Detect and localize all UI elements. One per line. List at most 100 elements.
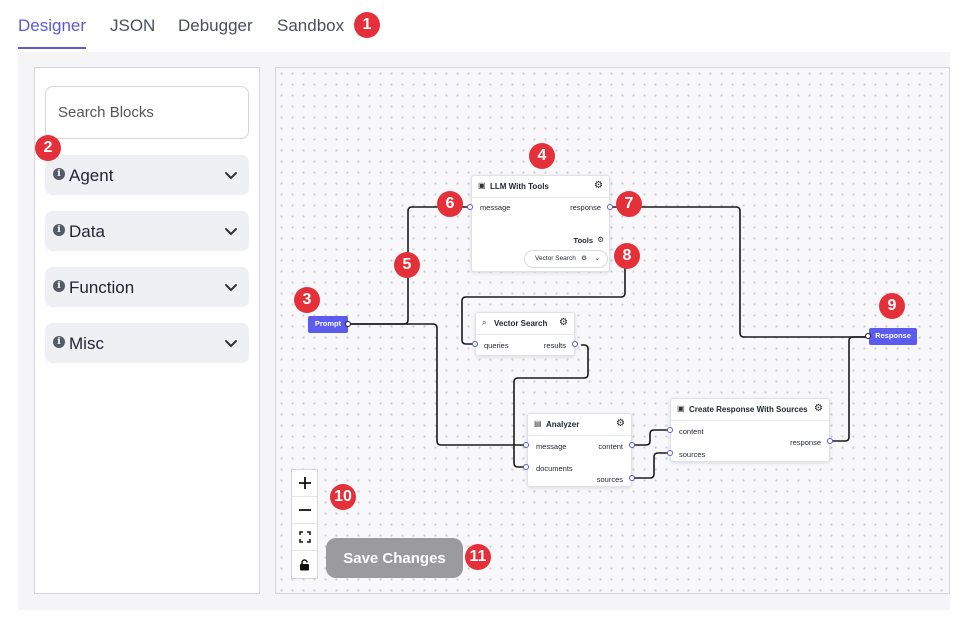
- node-header: ▣ Create Response With Sources ⚙: [671, 399, 829, 421]
- info-icon: i: [53, 224, 65, 236]
- fit-view-button[interactable]: [292, 524, 317, 551]
- port-label-message: message: [536, 442, 567, 451]
- chevron-down-icon: [225, 284, 237, 292]
- create-output-port[interactable]: [827, 438, 833, 444]
- gear-icon[interactable]: ⚙: [594, 180, 603, 191]
- active-tab-indicator: [18, 47, 86, 49]
- category-data[interactable]: i Data: [45, 211, 249, 251]
- category-label: Misc: [69, 334, 104, 353]
- callout-badge: 9: [879, 293, 905, 319]
- port-label-response: response: [570, 203, 601, 212]
- cube-icon: ▣: [677, 404, 685, 413]
- port-label-content: content: [679, 427, 704, 436]
- create-response-node[interactable]: ▣ Create Response With Sources ⚙ content…: [670, 398, 830, 462]
- vector-search-node[interactable]: ⌕ Vector Search ⚙ queries results: [475, 312, 575, 356]
- chevron-down-icon[interactable]: ⌄: [594, 255, 600, 262]
- port-label-sources: sources: [679, 450, 706, 459]
- llm-with-tools-node[interactable]: ▣ LLM With Tools ⚙ message response Tool…: [471, 175, 610, 272]
- port-label-queries: queries: [484, 341, 509, 350]
- connection-wires: [348, 206, 868, 479]
- zoom-controls: [291, 469, 318, 579]
- analyzer-input-port[interactable]: [523, 442, 529, 448]
- callout-badge: 1: [354, 12, 380, 38]
- tab-sandbox[interactable]: Sandbox: [277, 16, 345, 35]
- analyzer-output-port[interactable]: [629, 442, 635, 448]
- node-header: ▣ LLM With Tools ⚙: [472, 176, 609, 198]
- analyzer-input-port[interactable]: [523, 464, 529, 470]
- create-input-port[interactable]: [667, 450, 673, 456]
- response-node[interactable]: Response: [869, 328, 917, 345]
- search-blocks-input[interactable]: [45, 86, 249, 139]
- vector-input-port[interactable]: [472, 341, 478, 347]
- zoom-in-button[interactable]: [292, 470, 317, 497]
- fit-view-icon: [298, 531, 311, 543]
- analyzer-output-port[interactable]: [629, 475, 635, 481]
- chart-icon: ▤: [534, 419, 542, 428]
- gear-icon[interactable]: ⚙: [814, 403, 823, 414]
- callout-badge: 7: [616, 191, 642, 217]
- node-header: ⌕ Vector Search ⚙: [476, 313, 574, 335]
- gear-icon[interactable]: ⚙: [581, 255, 587, 262]
- response-input-port[interactable]: [865, 333, 871, 339]
- callout-badge: 4: [529, 143, 555, 169]
- tool-chip-vector-search[interactable]: Vector Search ⚙ ⌄: [524, 250, 608, 268]
- wire-analyzer-sources: [632, 452, 669, 479]
- flow-canvas[interactable]: Prompt Response ▣ LLM With Tools ⚙ messa…: [275, 67, 950, 594]
- prompt-output-port[interactable]: [345, 321, 351, 327]
- port-label-message: message: [480, 203, 511, 212]
- settings-icon[interactable]: ⚙: [597, 235, 604, 244]
- chevron-down-icon: [225, 172, 237, 180]
- wire-llm-vector: [461, 258, 626, 345]
- info-icon: i: [53, 168, 65, 180]
- category-misc[interactable]: i Misc: [45, 323, 249, 363]
- callout-badge: 2: [35, 135, 61, 161]
- gear-icon[interactable]: ⚙: [616, 418, 625, 429]
- node-title: Vector Search: [494, 319, 548, 328]
- chevron-down-icon: [225, 228, 237, 236]
- tab-debugger[interactable]: Debugger: [178, 16, 253, 35]
- port-label-response: response: [790, 438, 821, 447]
- tab-designer[interactable]: Designer: [18, 16, 87, 35]
- node-title: Create Response With Sources: [689, 405, 808, 414]
- wire-prompt-analyzer: [348, 323, 526, 446]
- wire-analyzer-content: [632, 429, 669, 446]
- wire-llm-response: [610, 206, 868, 338]
- lock-icon: [300, 558, 309, 570]
- chevron-down-icon: [225, 340, 237, 348]
- category-label: Function: [69, 278, 135, 297]
- prompt-node[interactable]: Prompt: [308, 316, 348, 333]
- minus-icon: [298, 509, 311, 511]
- create-input-port[interactable]: [667, 427, 673, 433]
- zoom-out-button[interactable]: [292, 497, 317, 524]
- save-changes-button[interactable]: Save Changes: [326, 538, 463, 578]
- llm-output-port[interactable]: [607, 204, 613, 210]
- callout-badge: 11: [465, 544, 491, 570]
- category-function[interactable]: i Function: [45, 267, 249, 307]
- gear-icon[interactable]: ⚙: [559, 317, 568, 328]
- tool-chip-label: Vector Search: [535, 255, 576, 262]
- callout-badge: 6: [437, 191, 463, 217]
- callout-badge: 10: [330, 484, 356, 510]
- node-title: LLM With Tools: [490, 182, 549, 191]
- wire-vector-analyzer: [513, 344, 589, 468]
- search-icon: ⌕: [482, 318, 487, 327]
- info-icon: i: [53, 280, 65, 292]
- category-agent[interactable]: i Agent: [45, 155, 249, 195]
- callout-badge: 3: [294, 287, 320, 313]
- port-label-results: results: [543, 341, 566, 350]
- tab-json[interactable]: JSON: [110, 16, 156, 35]
- llm-input-port[interactable]: [467, 204, 473, 210]
- info-icon: i: [53, 336, 65, 348]
- vector-output-port[interactable]: [572, 341, 578, 347]
- tools-label: Tools: [573, 236, 593, 245]
- lock-button[interactable]: [292, 551, 317, 578]
- analyzer-node[interactable]: ▤ Analyzer ⚙ message documents content s…: [527, 413, 632, 487]
- node-title: Analyzer: [546, 420, 580, 429]
- wire-create-response: [830, 336, 868, 442]
- cube-icon: ▣: [478, 181, 486, 190]
- blocks-sidebar: i Agent i Data i Function i Misc: [34, 67, 260, 594]
- plus-icon: [298, 477, 311, 489]
- port-label-documents: documents: [536, 464, 573, 473]
- category-label: Data: [69, 222, 105, 241]
- port-label-sources: sources: [596, 475, 623, 484]
